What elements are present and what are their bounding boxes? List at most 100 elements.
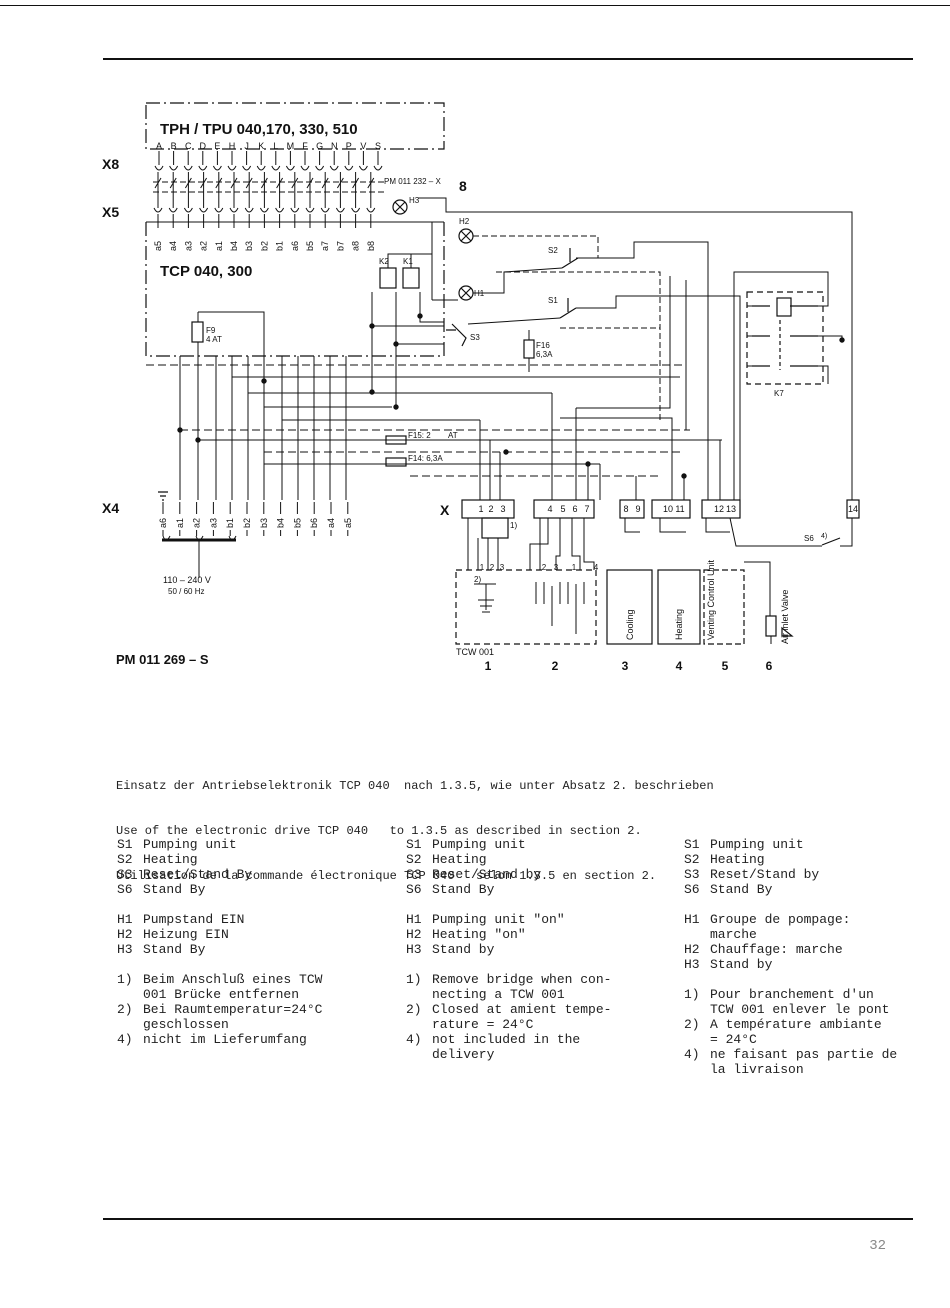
caption-line-en: Use of the electronic drive TCP 040 to 1…	[116, 824, 642, 838]
label-f14: F14: 6,3A	[408, 454, 443, 463]
cable-slash-5	[215, 177, 223, 189]
legend-value: Pumping unit	[432, 837, 526, 852]
x8-pin-M: M	[287, 141, 295, 151]
x5-connector-b7	[335, 207, 345, 228]
supply-voltage: 110 – 240 V	[163, 575, 211, 585]
x-1-3-down	[467, 518, 499, 570]
legend-key: S2	[406, 852, 422, 867]
legend-key: S3	[406, 867, 422, 882]
x5-connector-a7	[320, 207, 330, 228]
legend-value: not included in the delivery	[432, 1032, 581, 1062]
x4-pin-b3: b3	[259, 518, 269, 528]
label-s6: S6	[804, 534, 814, 543]
k7-box	[746, 291, 824, 385]
legend-key: H3	[684, 957, 700, 972]
venting-box	[703, 569, 745, 645]
ground-symbol	[158, 491, 168, 501]
x8-pin-G: G	[316, 141, 323, 151]
fuse-f9	[191, 321, 204, 343]
x8-pin-K: K	[258, 141, 264, 151]
label-k7: K7	[774, 389, 784, 398]
x-10-feed	[560, 417, 673, 500]
legend-value: Pumping unit "on"	[432, 912, 565, 927]
legend-row: S2 Heating	[406, 852, 676, 867]
x4-pin-a1: a1	[175, 518, 185, 528]
x8-pin-E: E	[214, 141, 220, 151]
legend-value: Reset/Stand By	[143, 867, 253, 882]
x5-connector-a4	[168, 207, 178, 228]
node-10	[393, 341, 399, 347]
cable-slash-1	[154, 177, 162, 189]
x8-connector-G	[315, 151, 325, 171]
s2-feed	[473, 267, 563, 294]
heating-box	[657, 569, 701, 645]
cable-ref: PM 011 232 – X	[384, 177, 441, 186]
group-number-3: 3	[622, 659, 629, 673]
x5-pin-a1: a1	[214, 241, 224, 251]
drive-box	[145, 222, 445, 357]
x5-pin-b3: b3	[244, 241, 254, 251]
h1-feed	[431, 222, 458, 301]
x4-pin-b6: b6	[309, 518, 319, 528]
x-4-7-down	[529, 518, 595, 570]
legend-key: H2	[117, 927, 133, 942]
legend-key: 1)	[117, 972, 133, 987]
group-number-5: 5	[722, 659, 729, 673]
terminal-block-4-7	[533, 499, 595, 519]
legend-value: Reset/Stand by	[710, 867, 820, 882]
label-s2: S2	[548, 246, 558, 255]
legend-en-notes: 1)Remove bridge when con- necting a TCW …	[406, 972, 676, 1062]
legend-value: Heizung EIN	[143, 927, 229, 942]
legend-key: 1)	[406, 972, 422, 987]
cable-slash-3	[184, 177, 192, 189]
valve-symbol	[781, 626, 794, 637]
tcw-pin-b-1: 1	[572, 563, 577, 572]
x8-connector-H	[227, 151, 237, 171]
relay-links	[372, 325, 444, 345]
label-s3: S3	[470, 333, 480, 342]
tcw-pin-b-4: 4	[594, 563, 599, 572]
device-label-1: Cooling	[625, 609, 635, 640]
bottom-rule	[103, 1218, 913, 1220]
legend-value: Heating	[432, 852, 487, 867]
node-1	[177, 427, 183, 433]
relay-k2	[379, 267, 397, 289]
x-8-13-down	[624, 518, 730, 533]
x-terminal-13: 13	[726, 504, 736, 514]
terminal-block-10-11	[651, 499, 691, 519]
x4-pin-b2: b2	[242, 518, 252, 528]
x8-connector-E	[212, 151, 222, 171]
x5-connector-a8	[351, 207, 361, 228]
cable-slash-14	[352, 177, 360, 189]
x5-connector-b8	[366, 207, 376, 228]
legend-key: S6	[684, 882, 700, 897]
x-2-3-feeds	[489, 440, 501, 500]
x5-connector-b4	[229, 207, 239, 228]
legend-value: Groupe de pompage: marche	[710, 912, 851, 942]
legend-key: S1	[684, 837, 700, 852]
legend-key: H1	[117, 912, 133, 927]
x4-pin-a3: a3	[208, 518, 218, 528]
x-terminal-5: 5	[560, 504, 565, 514]
legend-value: Closed at amient tempe- rature = 24°C	[432, 1002, 612, 1032]
label-k2: K2	[379, 257, 389, 266]
legend-row: 4)nicht im Lieferumfang	[117, 1032, 387, 1047]
components	[145, 102, 860, 645]
x-terminal-8: 8	[623, 504, 628, 514]
label-k1: K1	[403, 257, 413, 266]
x5-pin-a8: a8	[351, 241, 361, 251]
x5-pin-a4: a4	[168, 241, 178, 251]
legend-value: A température ambiante = 24°C	[710, 1017, 882, 1047]
x5-connector-a1	[214, 207, 224, 228]
label-f9: F9	[206, 326, 216, 335]
x8-pin-D: D	[200, 141, 207, 151]
legend-row: 1)Remove bridge when con- necting a TCW …	[406, 972, 676, 1002]
x5-pin-a7: a7	[320, 241, 330, 251]
